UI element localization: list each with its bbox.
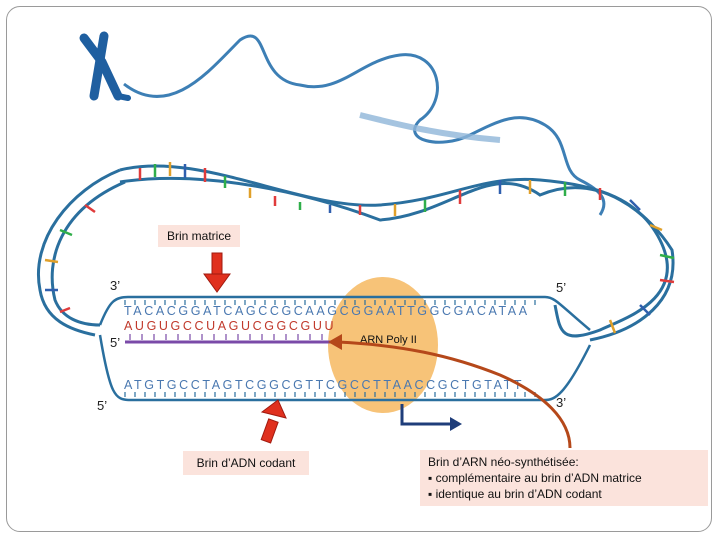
arn-description-line-1: ▪ complémentaire au brin d’ADN matrice [428, 471, 642, 485]
rna-end-label: 5’ [110, 335, 120, 350]
slide-frame [6, 6, 712, 532]
arrow-brin-matrice [203, 252, 231, 293]
polymerase-label: ARN Poly II [360, 334, 417, 346]
chromatin-fiber [123, 34, 606, 216]
top-sequence: TACACGGATCAGCCGCAAGCGGAATTGGCGACATAA [124, 304, 530, 318]
rna-sequence: AUGUGCCUAGUCGGCGUU [124, 319, 336, 333]
top-right-end-label: 5’ [556, 280, 566, 295]
arn-description-box: Brin d’ARN néo-synthétisée: ▪ complément… [420, 450, 708, 506]
arrow-brin-codant [260, 399, 287, 444]
top-left-end-label: 3’ [110, 278, 120, 293]
arn-description-title: Brin d’ARN néo-synthétisée: [428, 455, 579, 469]
bottom-sequence: ATGTGCCTAGTCGGCGTTCGCCTTAACCGCTGTATT [124, 378, 524, 392]
chromatin-fiber-dense [359, 112, 501, 143]
dna-helix-loop [37, 162, 675, 342]
bottom-left-end-label: 5’ [97, 398, 107, 413]
transcription-bubble [98, 295, 592, 402]
arn-description-line-2: ▪ identique au brin d’ADN codant [428, 487, 602, 501]
bottom-right-end-label: 3’ [556, 395, 566, 410]
brin-codant-label: Brin d’ADN codant [183, 451, 309, 475]
chromosome-icon [79, 31, 131, 101]
transcription-direction-arrow [400, 404, 462, 431]
arrow-arn-strand [328, 334, 572, 449]
brin-matrice-label: Brin matrice [158, 225, 240, 247]
